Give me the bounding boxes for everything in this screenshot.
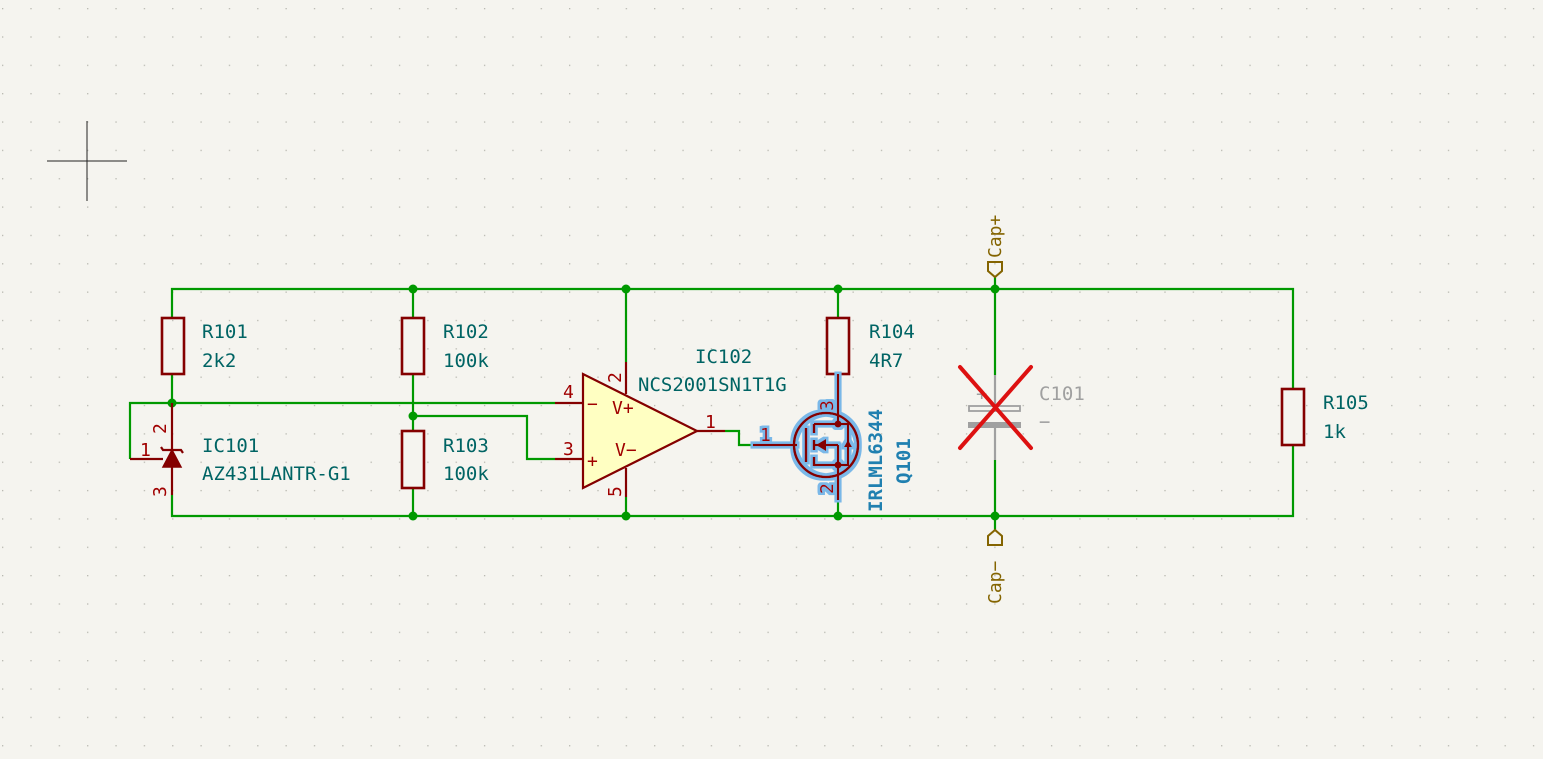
resistor-r103[interactable]: R103 100k	[400, 429, 489, 490]
ic102-vplus: V+	[612, 398, 634, 419]
ic102-minus: −	[587, 394, 598, 415]
r104-ref: R104	[869, 321, 915, 343]
capacitor-c101[interactable]: + C101 −	[958, 365, 1085, 460]
resistor-r102[interactable]: R102 100k	[400, 316, 489, 376]
c101-minus-mark: −	[1039, 411, 1050, 433]
shunt-regulator-ic101[interactable]: 1 2 3 IC101 AZ431LANTR-G1	[130, 403, 351, 497]
r105-value: 1k	[1323, 421, 1346, 443]
ic102-plus: +	[587, 451, 598, 472]
q101-ref: Q101	[893, 438, 915, 484]
resistor-r101[interactable]: R101 2k2	[160, 316, 248, 376]
ic101-ref: IC101	[202, 435, 259, 457]
crosshair-cursor-icon	[47, 121, 127, 201]
ic101-pin1: 1	[140, 440, 151, 461]
c101-ref: C101	[1039, 383, 1085, 405]
ic102-pin3: 3	[563, 439, 574, 460]
label-cap-plus[interactable]: Cap+	[985, 214, 1006, 279]
ic102-pin1: 1	[705, 412, 716, 433]
ic101-value: AZ431LANTR-G1	[202, 463, 351, 485]
resistor-r104[interactable]: R104 4R7	[825, 316, 915, 376]
r101-ref: R101	[202, 321, 248, 343]
r105-ref: R105	[1323, 392, 1369, 414]
ic102-pin5: 5	[605, 486, 626, 497]
ic102-value: NCS2001SN1T1G	[638, 374, 787, 396]
ic101-pin3: 3	[150, 486, 171, 497]
q101-value: IRLML6344	[865, 409, 887, 512]
r102-value: 100k	[443, 350, 489, 372]
ic102-ref: IC102	[695, 346, 752, 368]
wires[interactable]	[128, 277, 1295, 530]
r103-ref: R103	[443, 435, 489, 457]
cap-minus-text: Cap−	[985, 560, 1006, 604]
q101-pin1: 1	[760, 425, 771, 446]
junctions	[167, 284, 1000, 521]
resistor-r105[interactable]: R105 1k	[1280, 387, 1369, 447]
r101-value: 2k2	[202, 350, 236, 372]
r103-value: 100k	[443, 463, 489, 485]
ic102-pin4: 4	[563, 382, 574, 403]
q101-pin2: 2	[817, 483, 838, 494]
ic101-pin2: 2	[150, 423, 171, 434]
ic102-pin2: 2	[605, 372, 626, 383]
ic102-vminus: V−	[615, 440, 637, 461]
opamp-ic102[interactable]: 4 3 1 2 5 − + V+ V− IC102 NCS2001SN1T1G	[555, 346, 787, 497]
cap-plus-text: Cap+	[985, 214, 1006, 258]
dnp-cross-icon	[958, 365, 1033, 450]
r102-ref: R102	[443, 321, 489, 343]
r104-value: 4R7	[869, 350, 903, 372]
mosfet-q101[interactable]: 1 3 2	[753, 374, 860, 500]
q101-pin3: 3	[817, 400, 838, 411]
label-cap-minus[interactable]: Cap−	[985, 528, 1006, 604]
